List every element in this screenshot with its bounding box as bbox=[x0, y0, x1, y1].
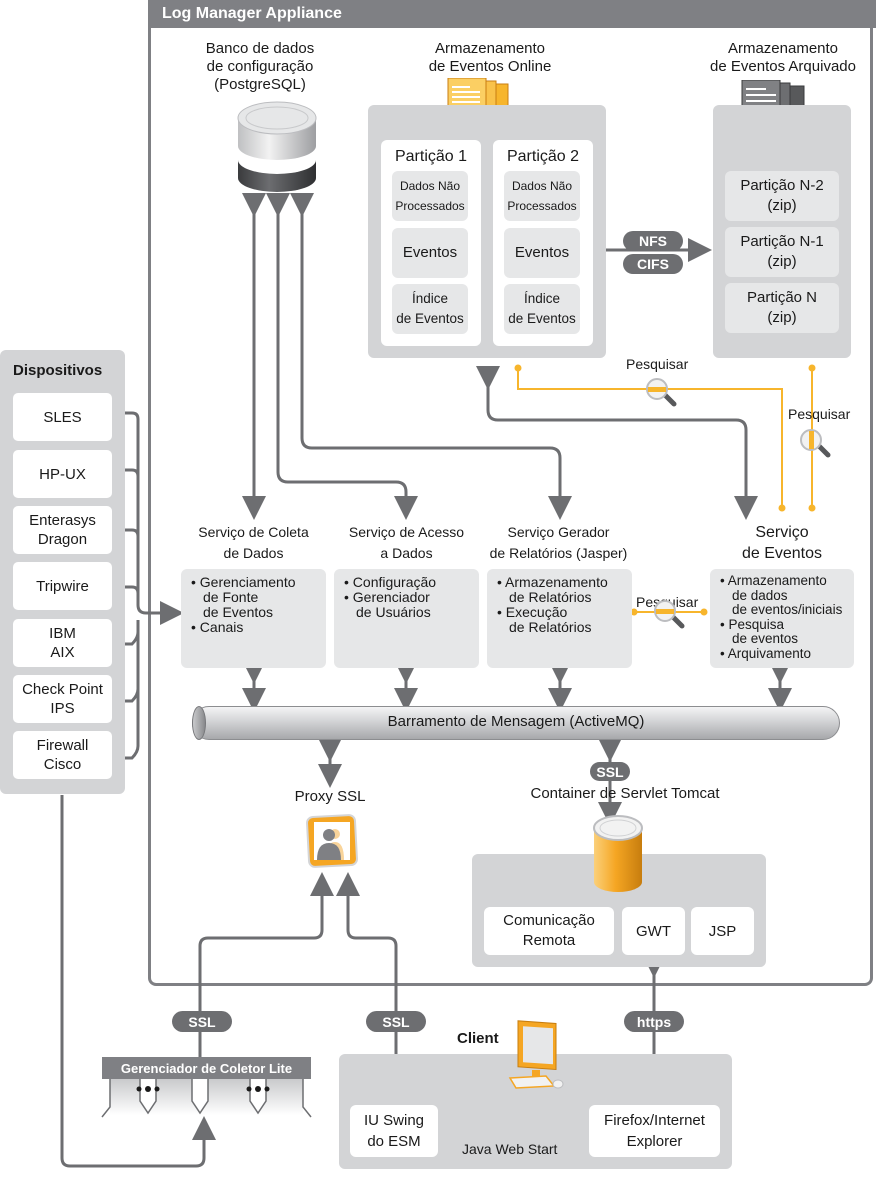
archive-partition-cell: Partição N-2(zip) bbox=[725, 171, 839, 221]
client-label: Client bbox=[457, 1030, 499, 1047]
magnifier-icon bbox=[646, 378, 677, 407]
online-search-label: Pesquisar bbox=[626, 356, 689, 372]
magnifier-icon bbox=[800, 429, 831, 458]
tomcat-label: Container de Servlet Tomcat bbox=[530, 785, 720, 802]
collector-ssl-badge: SSL bbox=[172, 1011, 232, 1032]
tomcat-ssl-badge: SSL bbox=[590, 762, 630, 781]
proxy-user-icon bbox=[306, 814, 358, 868]
tomcat-container-icon bbox=[593, 815, 643, 892]
partition-title: Partição 1 bbox=[394, 148, 468, 165]
service-item: • Canais bbox=[191, 619, 244, 635]
swing-ssl-badge: SSL bbox=[366, 1011, 426, 1032]
config-db-label: Banco de dados de configuração (PostgreS… bbox=[205, 40, 315, 93]
online-storage-label: Armazenamento de Eventos Online bbox=[428, 40, 552, 75]
database-icon bbox=[237, 101, 317, 192]
archive-search-label: Pesquisar bbox=[788, 406, 851, 422]
proxy-label: Proxy SSL bbox=[294, 788, 366, 805]
service-item: • Configuração bbox=[344, 574, 437, 590]
archive-partition-cell: Partição N(zip) bbox=[725, 283, 839, 333]
partition-title: Partição 2 bbox=[506, 148, 580, 165]
appliance-title: Log Manager Appliance bbox=[162, 5, 342, 22]
device-item: SLES bbox=[13, 393, 112, 441]
swing-to-proxy-line bbox=[336, 872, 398, 1105]
service-item: • Arquivamento bbox=[720, 645, 812, 661]
log-manager-appliance-frame bbox=[148, 0, 873, 986]
collector-to-proxy-line bbox=[198, 872, 334, 1057]
device-item: Tripwire bbox=[13, 562, 112, 610]
appliance-title-bar: Log Manager Appliance bbox=[148, 0, 876, 28]
gwt-module: GWT bbox=[622, 907, 685, 955]
java-web-start-label: Java Web Start bbox=[462, 1141, 558, 1157]
collector-manager-label: Gerenciador de Coletor Lite bbox=[102, 1057, 311, 1079]
events-cell: Eventos bbox=[504, 228, 580, 278]
magnifier-icon bbox=[654, 600, 685, 629]
nfs-badge: NFS bbox=[623, 231, 683, 251]
archive-partition-cell: Partição N-1(zip) bbox=[725, 227, 839, 277]
collector-manager-connectors bbox=[101, 1079, 312, 1118]
message-bus-end bbox=[192, 706, 206, 740]
events-cell: Eventos bbox=[392, 228, 468, 278]
computer-icon bbox=[508, 1020, 564, 1089]
https-badge: https bbox=[624, 1011, 684, 1032]
archive-storage-label: Armazenamento de Eventos Arquivado bbox=[710, 40, 856, 75]
cifs-badge: CIFS bbox=[623, 254, 683, 274]
jsp-module: JSP bbox=[691, 907, 754, 955]
device-item: HP-UX bbox=[13, 450, 112, 498]
message-bus-label: Barramento de Mensagem (ActiveMQ) bbox=[387, 713, 645, 730]
devices-title: Dispositivos bbox=[13, 362, 103, 379]
devices-to-collector-line bbox=[60, 795, 216, 1168]
online-to-events-line bbox=[476, 366, 758, 520]
